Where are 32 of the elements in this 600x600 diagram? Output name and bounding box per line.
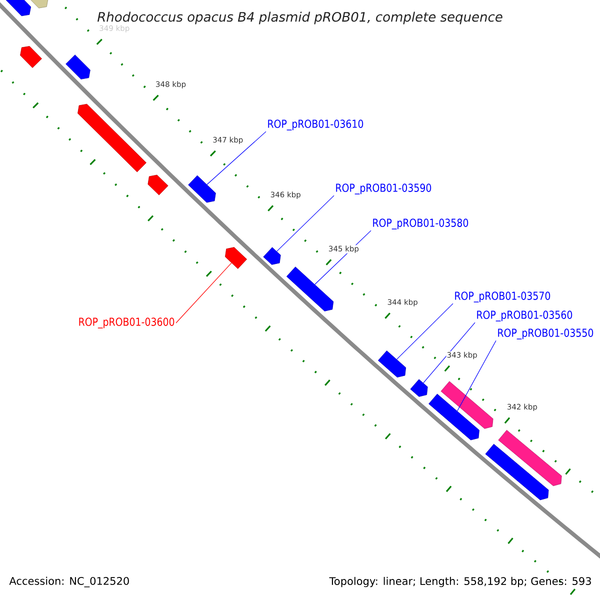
gene-bar bbox=[148, 174, 168, 196]
gene-bar bbox=[263, 247, 281, 265]
leader-line bbox=[176, 262, 232, 324]
leader-line bbox=[276, 195, 334, 252]
gene-label: ROP_pROB01-03590 bbox=[336, 184, 432, 194]
leader-line bbox=[396, 303, 454, 360]
gene-label: ROP_pROB01-03610 bbox=[268, 120, 364, 130]
gene-bar bbox=[20, 46, 42, 68]
gene-bar bbox=[485, 444, 549, 500]
gene-bar bbox=[440, 381, 494, 429]
gene-bar bbox=[428, 394, 480, 440]
leader-line bbox=[457, 340, 496, 412]
title: Rhodococcus opacus B4 plasmid pROB01, complete sequence bbox=[97, 12, 502, 24]
gene-bar bbox=[225, 247, 247, 269]
gene-bar bbox=[78, 104, 146, 172]
gene-bar bbox=[378, 350, 406, 378]
gene-bar bbox=[28, 0, 48, 8]
gene-label: ROP_pROB01-03570 bbox=[455, 292, 550, 302]
gene-label: ROP_pROB01-03600 bbox=[79, 318, 174, 328]
gene-bar bbox=[498, 430, 562, 486]
gene-bar bbox=[286, 266, 334, 312]
leader-line bbox=[423, 322, 476, 384]
gene-bar bbox=[66, 54, 90, 80]
gene-bar bbox=[410, 379, 428, 397]
gene-bar bbox=[4, 0, 32, 16]
gene-label: ROP_pROB01-03560 bbox=[477, 310, 572, 322]
gene-bar bbox=[188, 175, 216, 203]
accession-text: Accession: NC_012520 bbox=[9, 576, 129, 588]
gene-label: ROP_pROB01-03580 bbox=[373, 218, 468, 230]
gene-label: ROP_pROB01-03550 bbox=[498, 328, 594, 340]
summary-text: Topology: linear; Length: 558,192 bp; Genes: 593 bbox=[329, 576, 591, 588]
leader-line bbox=[206, 131, 266, 185]
